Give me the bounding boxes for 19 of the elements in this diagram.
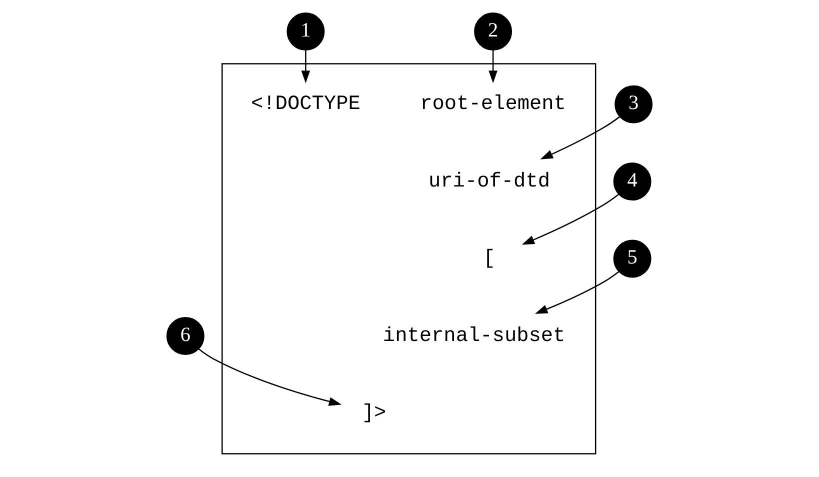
cluster [222, 63, 596, 454]
node-text: root-element [420, 93, 566, 116]
node-text: ]> [362, 402, 386, 426]
arrow [488, 50, 498, 84]
node-circle: 6 [166, 317, 204, 355]
node-circle: 2 [474, 12, 512, 50]
node-circle: 5 [613, 240, 652, 278]
node-circle: 3 [614, 85, 653, 124]
node-text: uri-of-dtd [428, 170, 550, 194]
node-text: internal-subset [382, 324, 566, 348]
node-text: <!DOCTYPE [251, 93, 360, 116]
arrow [534, 271, 620, 314]
arrow [540, 116, 620, 160]
node-circle: 4 [613, 162, 652, 201]
arrow [301, 50, 310, 84]
arrow [198, 348, 342, 406]
arrow [522, 194, 619, 245]
node-circle: 1 [286, 12, 325, 50]
node-text: [ [483, 248, 496, 271]
